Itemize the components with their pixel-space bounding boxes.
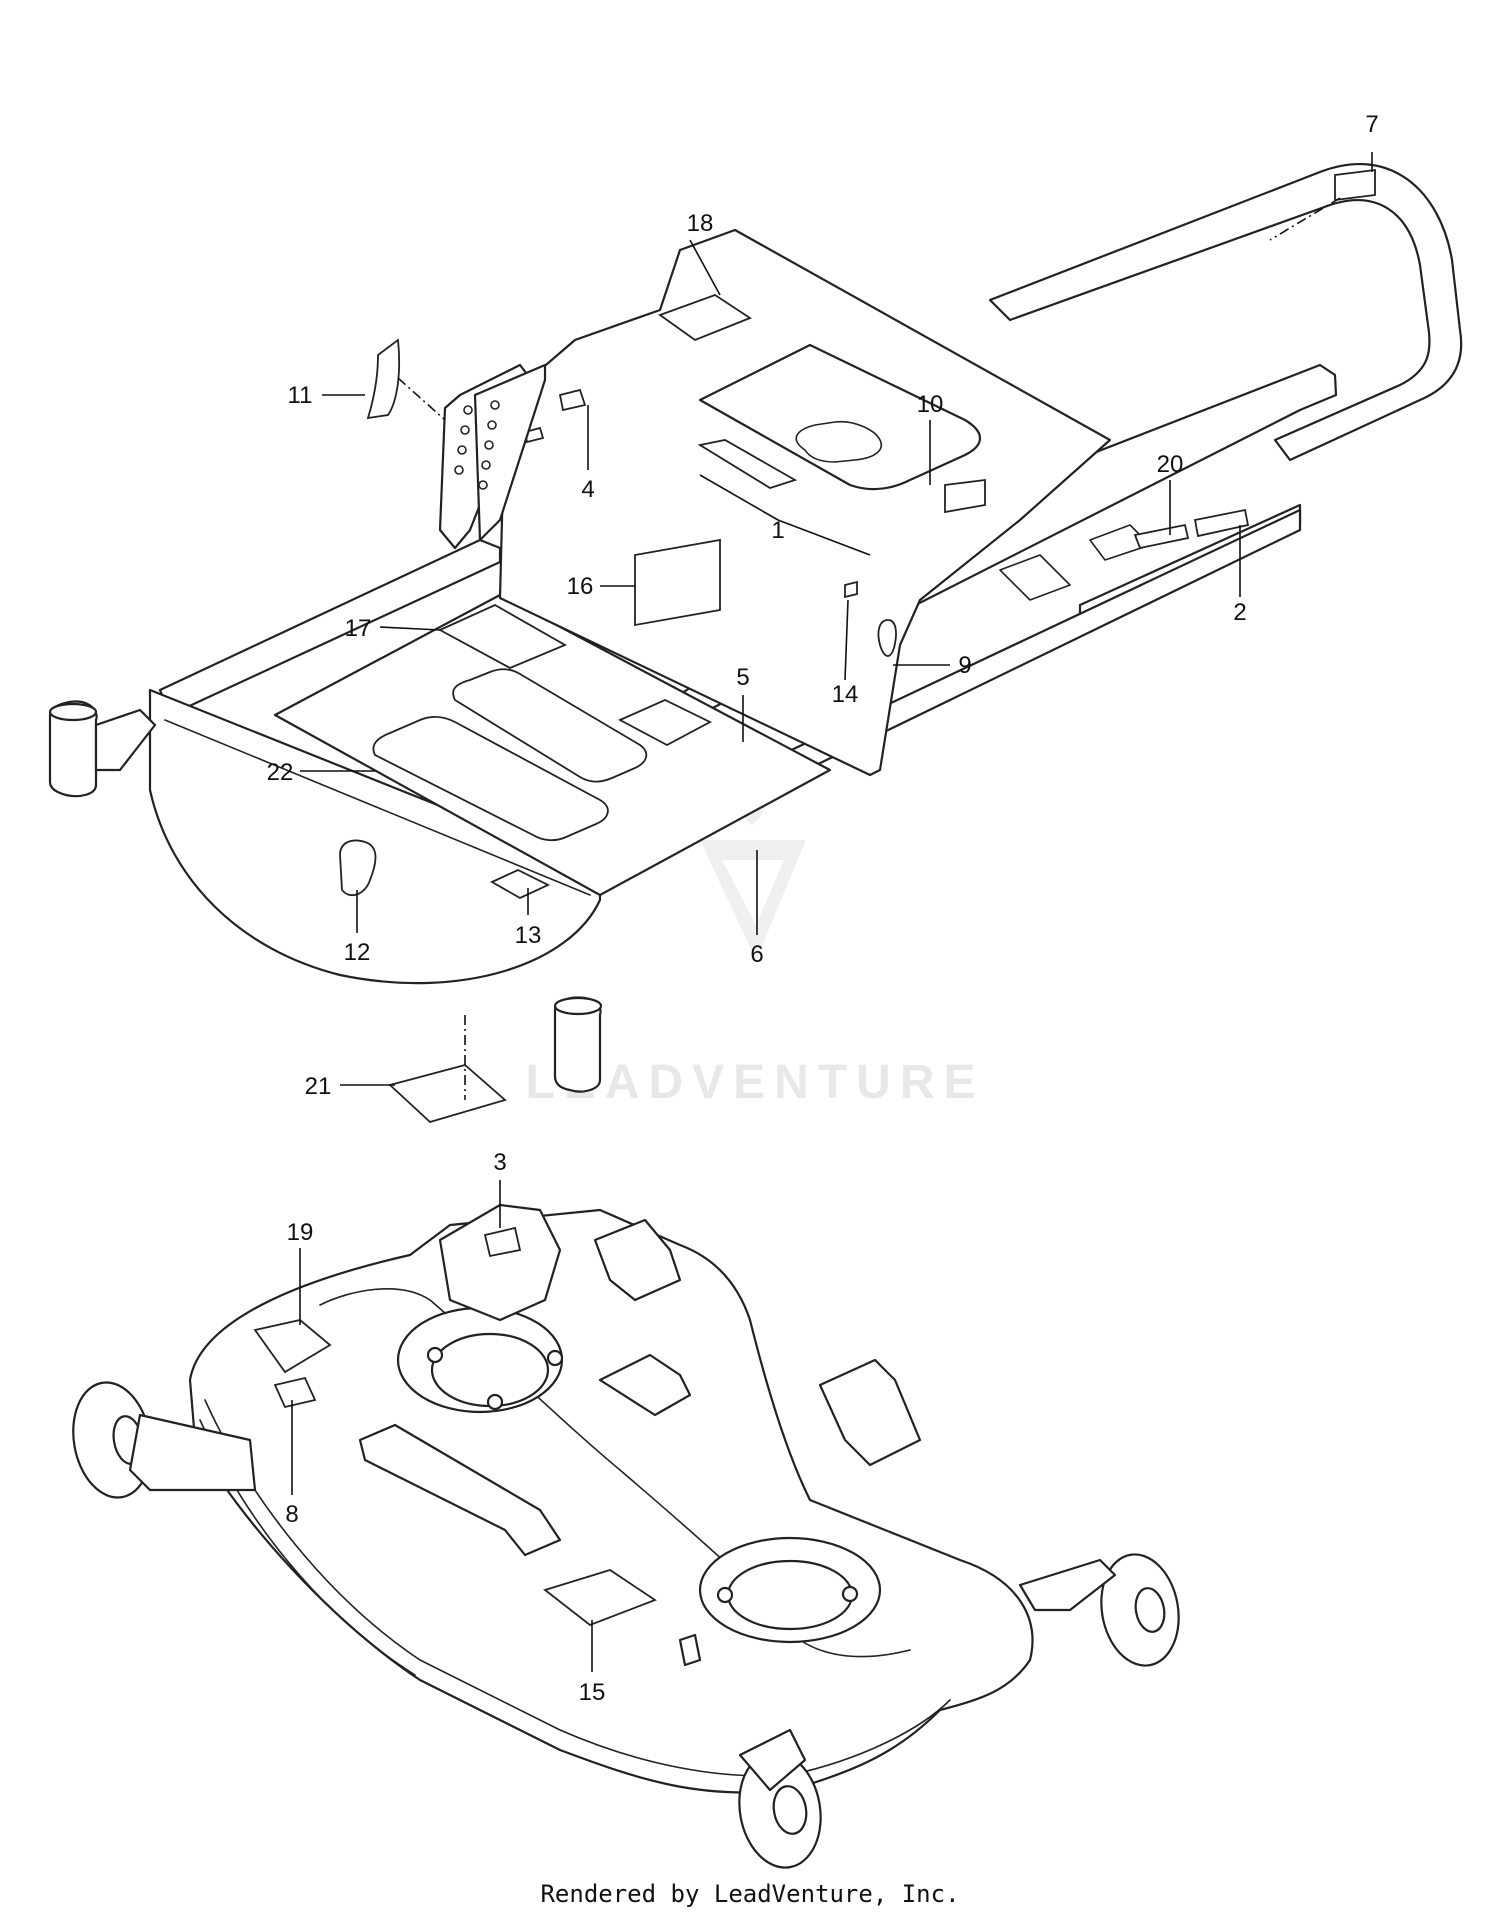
callout-18: 18 — [687, 210, 714, 237]
fender-panel — [498, 228, 1112, 777]
callout-1: 1 — [771, 517, 784, 544]
callout-19: 19 — [287, 1219, 314, 1246]
decal-15-shape — [543, 1569, 657, 1627]
callout-6: 6 — [750, 941, 763, 968]
rear-handle-tube — [988, 162, 1463, 462]
callout-3: 3 — [493, 1149, 506, 1176]
callout-12: 12 — [344, 939, 371, 966]
callout-9: 9 — [958, 652, 971, 679]
callout-22: 22 — [267, 759, 294, 786]
callout-10: 10 — [917, 391, 944, 418]
mower-frame — [48, 162, 1463, 1124]
callout-21: 21 — [305, 1073, 332, 1100]
mower-deck — [72, 1203, 1180, 1869]
front-bumper — [148, 688, 602, 985]
front-deck-bracket — [358, 1423, 562, 1557]
callout-16: 16 — [567, 573, 594, 600]
watermark-logo-icon — [700, 840, 806, 960]
callout-20: 20 — [1157, 451, 1184, 478]
callout-11: 11 — [288, 382, 313, 409]
callout-2: 2 — [1233, 599, 1246, 626]
deck-shell — [188, 1208, 1034, 1794]
left-spindle-post — [48, 700, 98, 798]
callout-4: 4 — [581, 476, 594, 503]
decal-12-shape — [339, 839, 377, 897]
callout-labels: 18 7 11 4 1 10 20 2 16 17 14 9 5 22 12 1… — [267, 111, 1379, 1706]
decal-11-shape — [366, 338, 401, 420]
leader-lines — [291, 152, 1373, 1672]
callout-13: 13 — [515, 922, 542, 949]
callout-15: 15 — [579, 1679, 606, 1706]
callout-17: 17 — [345, 615, 372, 642]
callout-5: 5 — [736, 664, 749, 691]
decal-21-shape — [388, 1064, 507, 1124]
callout-14: 14 — [832, 681, 859, 708]
decal-7-shape — [1334, 168, 1376, 202]
panel-cutout — [698, 343, 982, 491]
footer-credit: Rendered by LeadVenture, Inc. — [540, 1880, 960, 1908]
callout-7: 7 — [1365, 111, 1378, 138]
callout-8: 8 — [285, 1501, 298, 1528]
